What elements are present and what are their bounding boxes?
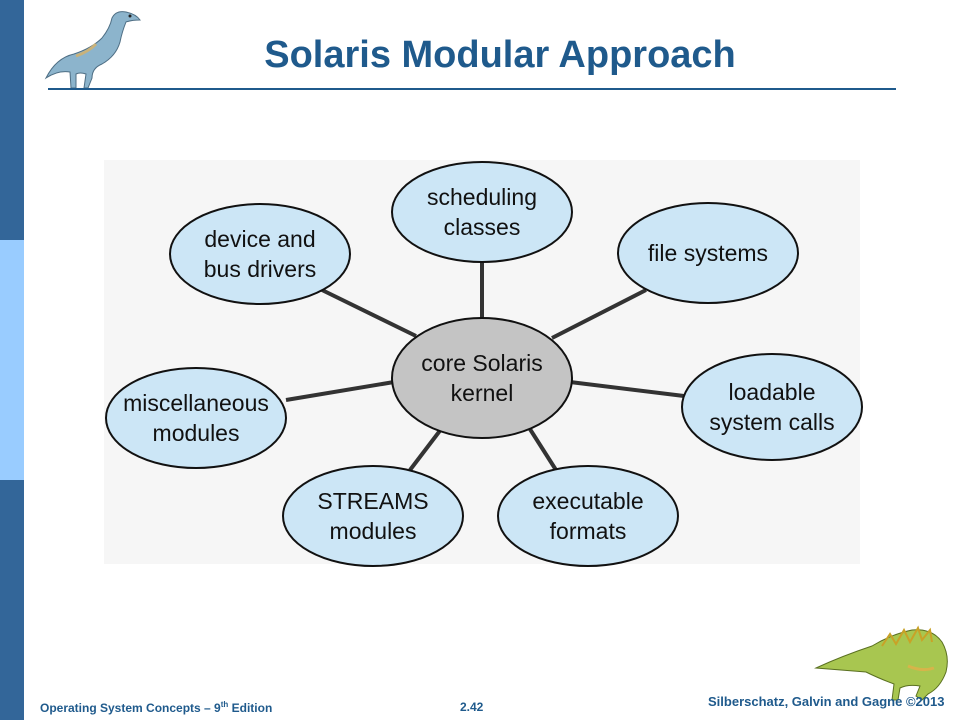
connector-executable-formats bbox=[526, 424, 558, 472]
footer-book-title-prefix: Operating System Concepts – 9 bbox=[40, 701, 221, 715]
label-core-kernel-1: core Solaris bbox=[421, 350, 542, 376]
copyright: Silberschatz, Galvin and Gagne ©2013 bbox=[708, 694, 945, 709]
label-core-kernel-2: kernel bbox=[451, 380, 514, 406]
label-miscellaneous-modules-2: modules bbox=[153, 420, 240, 446]
module-loadable-system-calls bbox=[681, 353, 863, 461]
module-device-and-bus-drivers bbox=[169, 203, 351, 305]
connector-device-and-bus-drivers bbox=[321, 288, 417, 338]
connector-file-systems bbox=[551, 288, 647, 340]
connector-streams-modules bbox=[408, 426, 444, 472]
footer-book-title-sup: th bbox=[220, 700, 229, 709]
footer-book-title-suffix: Edition bbox=[228, 701, 273, 715]
label-streams-modules-2: modules bbox=[330, 518, 417, 544]
module-miscellaneous-modules bbox=[105, 367, 287, 469]
module-streams-modules bbox=[282, 465, 464, 567]
label-loadable-system-calls-2: system calls bbox=[709, 409, 834, 435]
slide-title: Solaris Modular Approach bbox=[264, 34, 736, 76]
dinosaur-icon bbox=[44, 11, 141, 89]
module-scheduling-classes bbox=[391, 161, 573, 263]
label-miscellaneous-modules-1: miscellaneous bbox=[123, 390, 269, 416]
dinosaur-icon bbox=[814, 625, 948, 701]
page-number: 2.42 bbox=[460, 700, 484, 714]
label-streams-modules-1: STREAMS bbox=[317, 488, 428, 514]
module-file-systems bbox=[617, 202, 799, 304]
label-loadable-system-calls-1: loadable bbox=[729, 379, 816, 405]
title-underline bbox=[48, 88, 896, 90]
label-file-systems-1: file systems bbox=[648, 240, 768, 266]
connector-miscellaneous-modules bbox=[285, 380, 395, 402]
label-scheduling-classes-2: classes bbox=[444, 214, 521, 240]
label-executable-formats-2: formats bbox=[550, 518, 627, 544]
footer-book-title: Operating System Concepts – 9th Edition bbox=[40, 700, 272, 715]
core-kernel bbox=[391, 317, 573, 439]
label-device-and-bus-drivers-2: bus drivers bbox=[204, 256, 316, 282]
connector-loadable-system-calls bbox=[569, 380, 685, 398]
label-device-and-bus-drivers-1: device and bbox=[204, 226, 315, 252]
label-executable-formats-1: executable bbox=[532, 488, 643, 514]
module-executable-formats bbox=[497, 465, 679, 567]
sidebar-bar-highlight bbox=[0, 240, 24, 480]
label-scheduling-classes-1: scheduling bbox=[427, 184, 537, 210]
